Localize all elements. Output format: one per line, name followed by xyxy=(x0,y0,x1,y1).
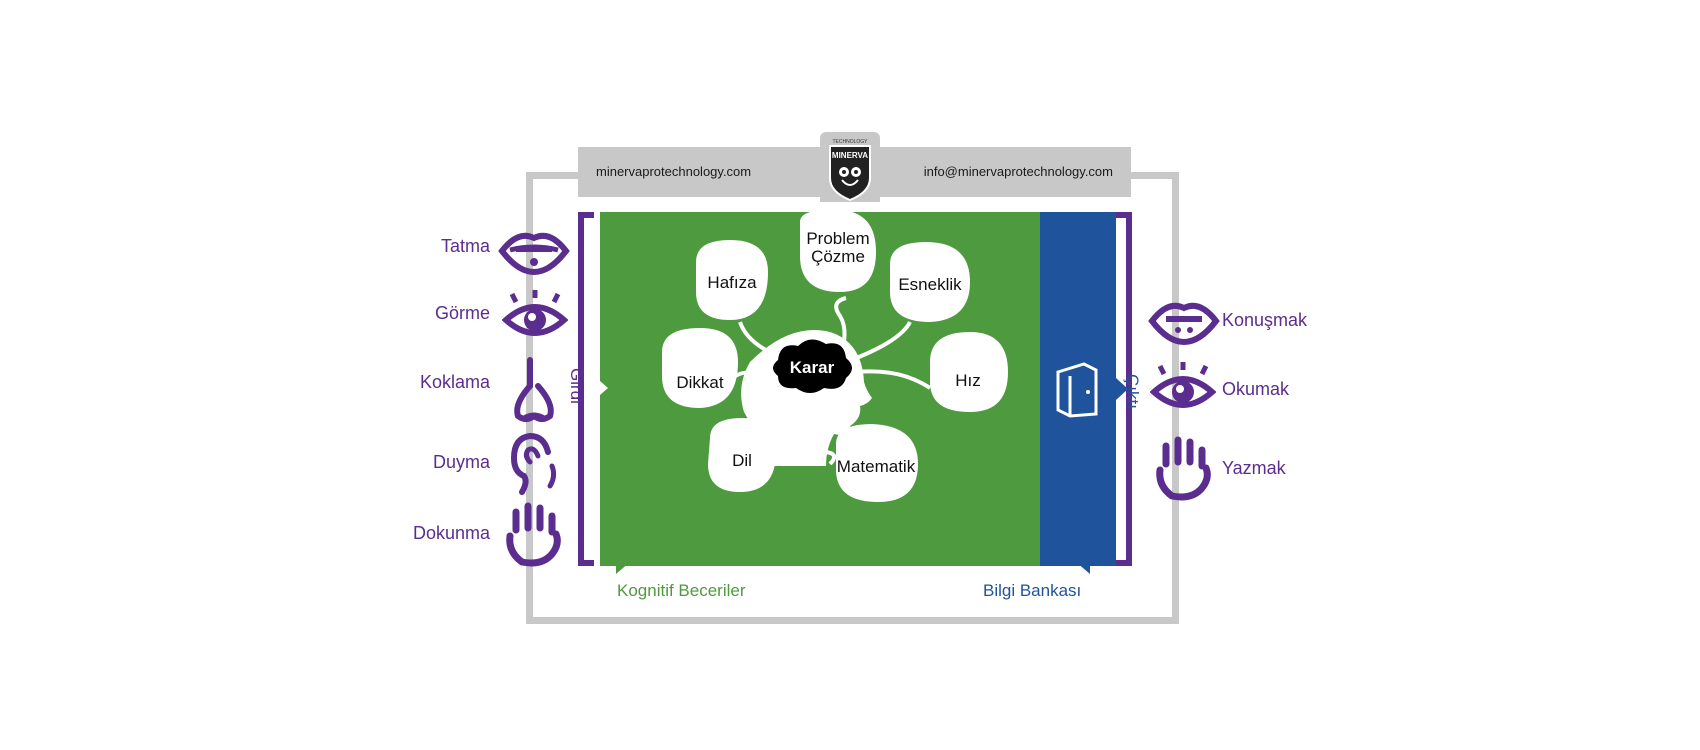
skill-dikkat: Dikkat xyxy=(676,373,724,392)
eye-icon xyxy=(502,290,568,336)
door-icon xyxy=(1056,362,1098,418)
output-label-okumak: Okumak xyxy=(1222,379,1290,399)
hand-icon xyxy=(1156,436,1211,501)
skill-problem: Problem xyxy=(806,229,869,248)
skill-esneklik: Esneklik xyxy=(898,275,962,294)
bubble-dikkat xyxy=(662,328,738,408)
hand-icon xyxy=(506,502,561,567)
input-bracket xyxy=(578,212,594,566)
mouth-icon xyxy=(498,232,570,276)
minerva-logo: TECHNOLOGY MINERVA xyxy=(829,139,871,202)
nose-icon xyxy=(514,357,554,422)
skill-hiz: Hız xyxy=(955,371,981,390)
bubble-hafiza xyxy=(696,240,768,320)
knowledge-bank-panel xyxy=(1040,212,1116,566)
karar-label: Karar xyxy=(790,358,835,377)
logo-subtext: TECHNOLOGY xyxy=(832,139,868,145)
eye-icon xyxy=(1150,362,1216,408)
email-link[interactable]: info@minervaprotechnology.com xyxy=(923,164,1113,179)
input-arrow xyxy=(592,374,608,402)
input-label: Girdi xyxy=(567,368,586,404)
skill-matematik: Matematik xyxy=(837,457,916,476)
output-bracket xyxy=(1116,212,1132,566)
website-link[interactable]: minervaprotechnology.com xyxy=(596,164,752,179)
output-label-konusmak: Konuşmak xyxy=(1222,310,1308,330)
output-label-yazmak: Yazmak xyxy=(1222,458,1286,478)
knowledge-bank-label: Bilgi Bankası xyxy=(983,581,1082,600)
output-arrow xyxy=(1116,378,1128,400)
knowledge-pointer xyxy=(1076,562,1090,574)
output-label: Çıktı xyxy=(1123,374,1142,409)
sense-label-dokunma: Dokunma xyxy=(412,523,490,543)
bubble-matematik xyxy=(836,424,918,502)
bubble-esneklik xyxy=(890,242,970,322)
bubble-hiz xyxy=(930,332,1008,412)
ear-icon xyxy=(510,432,557,495)
sense-label-tatma: Tatma xyxy=(440,236,490,256)
karar-cloud xyxy=(773,339,852,393)
sense-label-koklama: Koklama xyxy=(419,372,490,392)
sense-label-duyma: Duyma xyxy=(432,452,490,472)
logo-text: MINERVA xyxy=(832,151,868,160)
mind-map: Problem Çözme Hafıza Esneklik Dikkat Hız… xyxy=(662,212,1008,502)
cognitive-skills-label: Kognitif Beceriler xyxy=(617,581,746,600)
skill-cozme: Çözme xyxy=(811,247,865,266)
bubble-dil xyxy=(708,418,776,492)
sense-label-gorme: Görme xyxy=(434,303,490,323)
skill-hafiza: Hafıza xyxy=(707,273,757,292)
skill-dil: Dil xyxy=(732,451,752,470)
cognitive-pointer xyxy=(616,562,630,574)
bubble-problem-cozme xyxy=(800,212,876,292)
mouth-icon xyxy=(1148,302,1220,346)
